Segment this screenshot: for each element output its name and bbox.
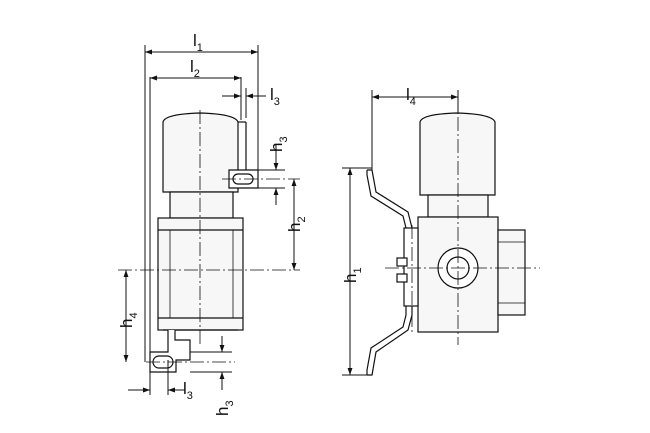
knob-cap-outline	[162, 112, 239, 193]
front-knob-cap	[419, 112, 496, 196]
screw-bottom	[396, 273, 408, 283]
label-h3-top: h3	[267, 136, 290, 152]
label-l3-bottom: l3	[183, 379, 193, 402]
clamp-plate	[403, 227, 419, 307]
label-h4: h4	[117, 312, 140, 328]
side-view-centerlines	[118, 110, 300, 363]
bottom-bracket-tab	[149, 330, 191, 373]
screw-top	[396, 257, 408, 267]
body-outline	[157, 217, 244, 331]
label-l1: l1	[193, 31, 203, 54]
label-h2: h2	[285, 216, 308, 232]
label-l2: l2	[190, 57, 200, 80]
front-view-dimensions	[342, 90, 459, 376]
side-view-dimensions	[123, 45, 297, 395]
side-view	[149, 112, 259, 373]
right-port	[497, 229, 526, 316]
label-h3-bottom: h3	[213, 400, 236, 416]
front-view-centerlines	[385, 95, 540, 345]
label-h1: h1	[341, 267, 364, 283]
neck-outline	[169, 191, 234, 219]
label-l4: l4	[406, 85, 416, 108]
front-view	[366, 112, 526, 376]
label-l3-top: l3	[270, 85, 280, 108]
